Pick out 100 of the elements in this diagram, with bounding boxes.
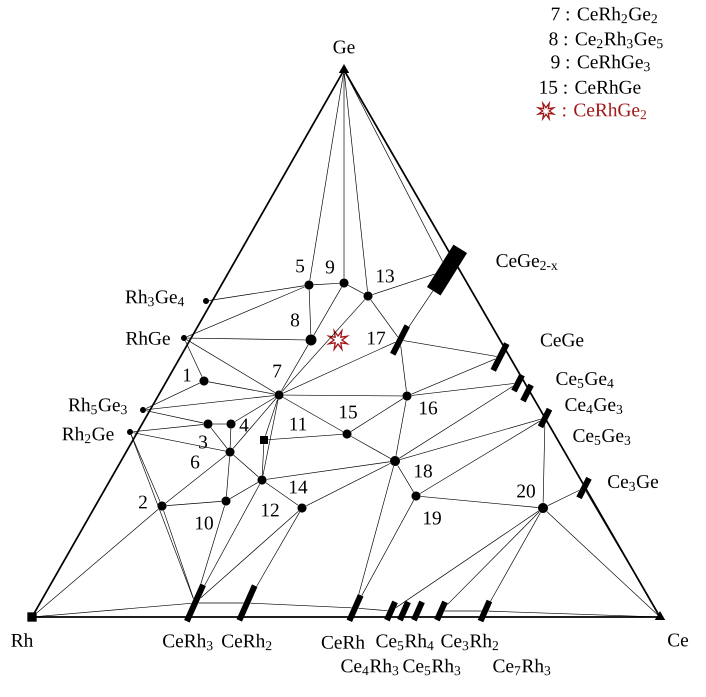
tie-line — [200, 510, 299, 598]
tie-line — [230, 482, 258, 499]
tie-line — [488, 610, 657, 618]
tie-line — [163, 510, 194, 599]
legend-text: 9 : CeRhGe$_{3}$ — [551, 54, 650, 72]
point-label: 14 — [290, 480, 308, 494]
point-label: 18 — [415, 464, 432, 478]
compound-label: 17 — [368, 332, 386, 344]
point-label: 4 — [240, 418, 249, 432]
tie-line — [282, 397, 344, 432]
tie-line — [348, 284, 364, 294]
tie-line — [283, 342, 396, 394]
tie-line — [372, 274, 436, 295]
tie-line — [345, 72, 443, 262]
compound-label: Ce$_{5}$Rh$_{4}$ — [376, 634, 434, 650]
element-label: Rh — [11, 633, 34, 647]
legend-text: 8 : Ce$_{2}$Rh$_{3}$Ge$_{5}$ — [549, 32, 663, 48]
tie-line — [200, 505, 225, 584]
point-label: 1 — [184, 368, 191, 382]
tie-line — [132, 424, 204, 432]
tie-line — [447, 511, 540, 605]
tie-line — [400, 418, 542, 460]
tie-line — [186, 286, 305, 338]
tie-line — [547, 490, 580, 506]
compound-label: CeRh$_{3}$ — [163, 634, 213, 650]
tie-line — [226, 456, 230, 497]
tie-line — [265, 399, 278, 436]
point-label: 15 — [340, 406, 357, 418]
tie-line — [266, 482, 298, 506]
tie-line — [350, 436, 391, 459]
tie-line — [36, 603, 192, 617]
point-label: 6 — [191, 456, 200, 468]
tie-line — [397, 465, 414, 492]
point-label: 13 — [377, 270, 394, 282]
tie-line — [146, 382, 200, 409]
tie-line — [146, 410, 204, 424]
element-label: Ge — [334, 40, 355, 54]
tie-line — [350, 398, 404, 432]
point-label: RhGe — [126, 331, 170, 345]
compound-label: CeRh$_{2}$ — [222, 634, 272, 650]
tie-line — [166, 501, 222, 506]
point-label: Rh$_{2}$Ge — [62, 426, 114, 444]
point-label: 12 — [262, 504, 279, 516]
tie-line — [230, 428, 232, 448]
tie-line — [444, 610, 482, 612]
tie-line — [36, 508, 159, 614]
compound-label: CeRh — [322, 635, 365, 649]
tie-line — [313, 282, 340, 286]
point-label: 11 — [290, 418, 306, 430]
compound-label: Ce$_{5}$Rh$_{3}$ — [403, 658, 460, 676]
tie-line — [186, 339, 276, 393]
compound-label: Ce$_{3}$Rh$_{2}$ — [441, 634, 498, 650]
tie-line — [396, 400, 406, 456]
tie-line — [208, 382, 275, 394]
tie-line — [344, 72, 368, 292]
tie-line — [132, 432, 226, 452]
tie-line — [210, 427, 228, 449]
element-label: Ce — [668, 634, 688, 646]
compound-label: CeGe$_{2-x}$ — [496, 254, 558, 270]
point-label: Rh$_{5}$Ge$_{3}$ — [68, 398, 127, 414]
tie-line — [308, 289, 312, 335]
tie-line — [281, 344, 308, 392]
tie-line — [266, 461, 390, 480]
point-label: 16 — [420, 402, 438, 414]
point-label: 19 — [424, 512, 441, 524]
point-label: 20 — [517, 484, 535, 498]
legend-text: 7 : CeRh$_{2}$Ge$_{2}$ — [552, 6, 657, 24]
tie-line — [399, 386, 513, 459]
tie-line — [232, 398, 276, 449]
tie-line — [420, 420, 540, 494]
tie-line — [403, 340, 497, 357]
tie-line — [268, 434, 343, 440]
tie-line — [358, 466, 394, 594]
legend-text: : CeRhGe$_{2}$ — [563, 102, 646, 120]
tie-line — [306, 463, 391, 506]
tie-line — [185, 340, 202, 377]
tie-line — [233, 454, 259, 478]
tie-line — [208, 285, 305, 301]
tie-line — [314, 286, 342, 336]
tie-line — [358, 608, 388, 612]
tie-line — [408, 290, 434, 327]
compound-label: Ce$_{4}$Ge$_{3}$ — [565, 398, 622, 414]
tie-line — [400, 345, 407, 392]
tie-line — [165, 454, 227, 504]
tie-line — [256, 512, 300, 587]
compound-label: Ce$_{5}$Ge$_{3}$ — [573, 429, 630, 445]
compound-label: Ce$_{5}$Ge$_{4}$ — [556, 372, 614, 388]
tie-line — [490, 512, 541, 602]
tie-line — [586, 491, 658, 614]
compound-label: CeGe — [540, 334, 584, 346]
tie-line — [362, 500, 414, 596]
tie-line — [370, 300, 398, 338]
tie-line — [411, 383, 514, 396]
point-label: 8 — [290, 313, 300, 327]
tie-line — [546, 511, 658, 616]
tie-line — [130, 434, 160, 502]
point-label: 9 — [326, 260, 334, 274]
tie-line — [198, 602, 244, 604]
point-label: 5 — [296, 260, 304, 272]
tie-line — [411, 358, 496, 394]
